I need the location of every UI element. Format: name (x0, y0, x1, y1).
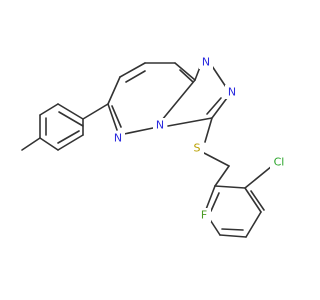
bond-10 (111, 105, 122, 128)
n-right-text: N (228, 86, 236, 99)
bond-lines (21, 62, 273, 238)
bond-11 (194, 66, 201, 81)
bond-39 (244, 165, 273, 189)
bond-9 (107, 103, 118, 131)
bond-34 (219, 234, 247, 238)
bond-20 (39, 103, 59, 116)
atom-label-n-top: N (199, 55, 213, 69)
bond-13 (211, 97, 228, 119)
bond-6 (161, 79, 196, 121)
bond-7 (123, 127, 154, 135)
bond-16 (204, 117, 213, 143)
bond-1 (119, 62, 146, 78)
atom-label-chlorine: Cl (270, 155, 288, 169)
atom-label-fluorine: F (197, 208, 211, 222)
bond-27 (21, 137, 41, 151)
bond-31 (244, 187, 262, 213)
atom-label-n-pyridazine: N (111, 131, 125, 145)
bond-28 (203, 152, 230, 167)
sulfur-text: S (194, 142, 201, 155)
bond-2 (125, 70, 146, 83)
bond-25 (57, 130, 80, 144)
chlorine-text: Cl (274, 156, 285, 169)
fluorine-text: F (201, 209, 207, 222)
atom-label-sulfur: S (190, 141, 204, 155)
bond-23 (39, 137, 59, 151)
bond-12 (211, 65, 227, 88)
bond-17 (82, 103, 109, 120)
bond-18 (57, 103, 84, 120)
bond-33 (245, 211, 262, 238)
bond-30 (214, 185, 246, 189)
bond-38 (210, 192, 220, 212)
bond-24 (57, 134, 84, 151)
n-bridge-text: N (156, 119, 164, 132)
bond-5 (179, 69, 194, 83)
bond-37 (204, 185, 216, 213)
bond-32 (250, 190, 265, 211)
bond-15 (167, 117, 213, 127)
atom-label-n-bridge: N (153, 118, 167, 132)
bond-29 (214, 165, 230, 187)
bond-8 (107, 76, 121, 105)
bond-14 (206, 97, 222, 115)
bond-35 (221, 228, 244, 231)
n-top-text: N (202, 56, 210, 69)
bond-4 (174, 62, 196, 81)
molecule-structure: N N N N S Cl F (21, 55, 288, 238)
n-pyridazine-text: N (114, 132, 122, 145)
atom-label-n-right: N (225, 85, 239, 99)
bond-19 (58, 111, 84, 127)
